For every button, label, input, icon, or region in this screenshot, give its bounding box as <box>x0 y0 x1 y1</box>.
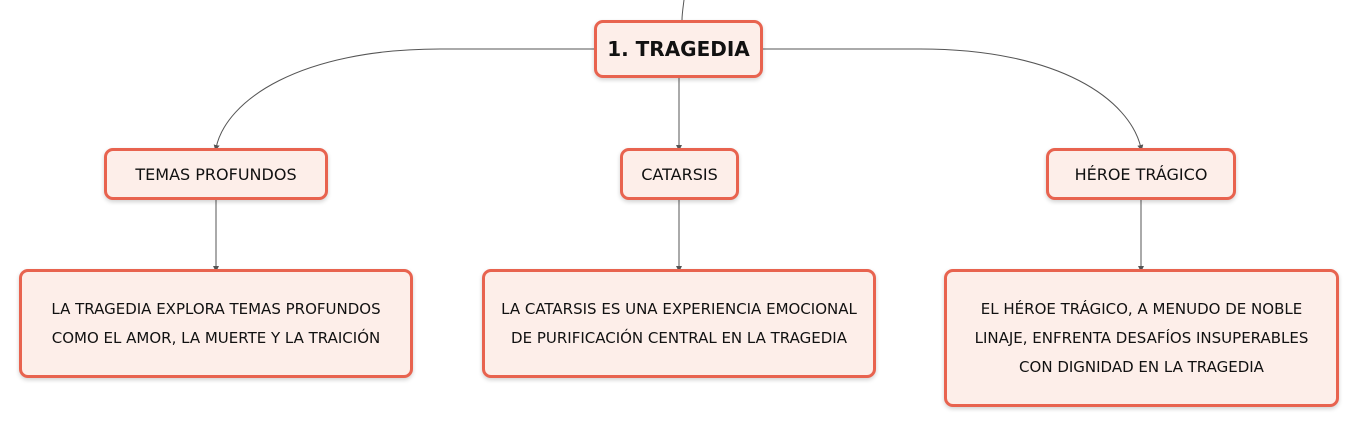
branch-node-temas-profundos[interactable]: TEMAS PROFUNDOS <box>104 148 328 200</box>
connector-root-temas <box>213 48 594 151</box>
root-label: 1. TRAGEDIA <box>607 37 750 61</box>
parent-connector <box>681 0 685 21</box>
detail-text: LA TRAGEDIA EXPLORA TEMAS PROFUNDOS COMO… <box>51 299 381 347</box>
detail-node-temas-profundos[interactable]: LA TRAGEDIA EXPLORA TEMAS PROFUNDOS COMO… <box>19 269 413 378</box>
detail-text: EL HÉROE TRÁGICO, A MENUDO DE NOBLE LINA… <box>974 299 1309 376</box>
branch-label: TEMAS PROFUNDOS <box>135 164 297 184</box>
branch-label: CATARSIS <box>641 164 718 184</box>
root-node[interactable]: 1. TRAGEDIA <box>594 20 763 78</box>
branch-node-heroe-tragico[interactable]: HÉROE TRÁGICO <box>1046 148 1236 200</box>
connector-root-heroe <box>763 48 1144 151</box>
detail-text: LA CATARSIS ES UNA EXPERIENCIA EMOCIONAL… <box>501 299 857 347</box>
branch-node-catarsis[interactable]: CATARSIS <box>620 148 739 200</box>
detail-node-catarsis[interactable]: LA CATARSIS ES UNA EXPERIENCIA EMOCIONAL… <box>482 269 876 378</box>
branch-label: HÉROE TRÁGICO <box>1074 164 1208 184</box>
detail-node-heroe-tragico[interactable]: EL HÉROE TRÁGICO, A MENUDO DE NOBLE LINA… <box>944 269 1339 407</box>
